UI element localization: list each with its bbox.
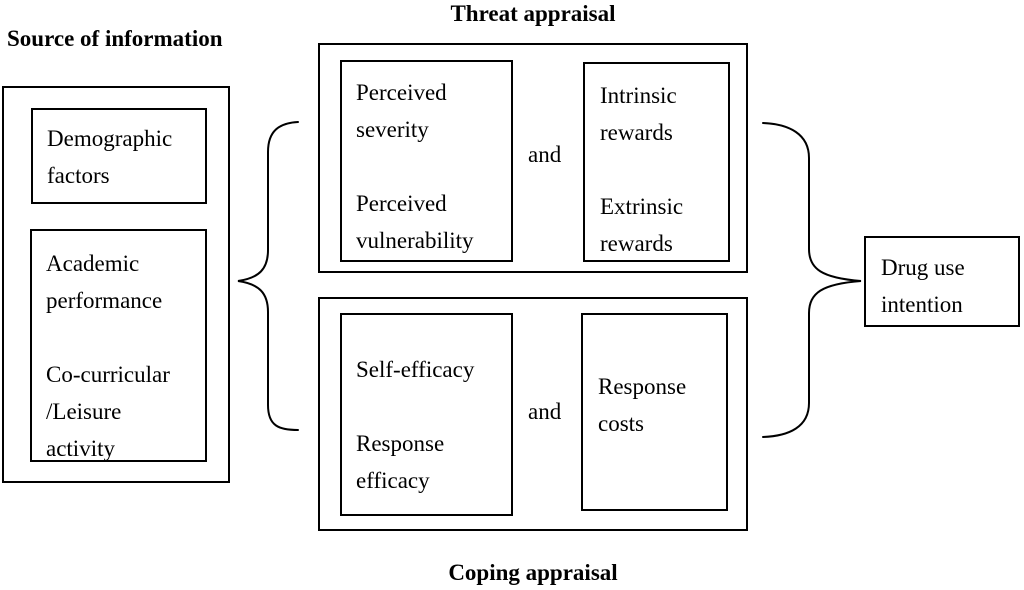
threat-and-label: and bbox=[528, 142, 562, 167]
academic-performance-box: Academic performance Co-curricular /Leis… bbox=[30, 229, 207, 462]
intrinsic-extrinsic-rewards-label: Intrinsic rewards Extrinsic rewards bbox=[600, 83, 684, 256]
response-costs-box: Response costs bbox=[581, 313, 728, 511]
perceived-severity-vulnerability-box: Perceived severity Perceived vulnerabili… bbox=[340, 60, 513, 262]
drug-use-intention-box: Drug use intention bbox=[864, 236, 1020, 327]
threat-appraisal-group-box bbox=[318, 43, 748, 273]
perceived-severity-vulnerability-label: Perceived severity Perceived vulnerabili… bbox=[356, 80, 474, 253]
source-of-information-heading: Source of information bbox=[7, 26, 223, 51]
coping-appraisal-heading: Coping appraisal bbox=[448, 560, 618, 585]
academic-performance-label: Academic performance Co-curricular /Leis… bbox=[46, 251, 170, 461]
demographic-factors-label: Demographic factors bbox=[47, 126, 173, 188]
demographic-factors-box: Demographic factors bbox=[31, 108, 207, 204]
drug-use-intention-label: Drug use intention bbox=[881, 255, 965, 317]
left-brace bbox=[237, 121, 299, 431]
coping-and-label: and bbox=[528, 399, 562, 424]
source-group-box bbox=[2, 86, 230, 483]
self-efficacy-response-efficacy-box: Self-efficacy Response efficacy bbox=[340, 313, 513, 516]
self-efficacy-response-efficacy-label: Self-efficacy Response efficacy bbox=[356, 357, 475, 493]
right-brace bbox=[762, 122, 862, 438]
coping-appraisal-group-box bbox=[318, 297, 748, 531]
response-costs-label: Response costs bbox=[598, 374, 687, 436]
intrinsic-extrinsic-rewards-box: Intrinsic rewards Extrinsic rewards bbox=[583, 62, 730, 262]
threat-appraisal-heading: Threat appraisal bbox=[450, 1, 616, 26]
